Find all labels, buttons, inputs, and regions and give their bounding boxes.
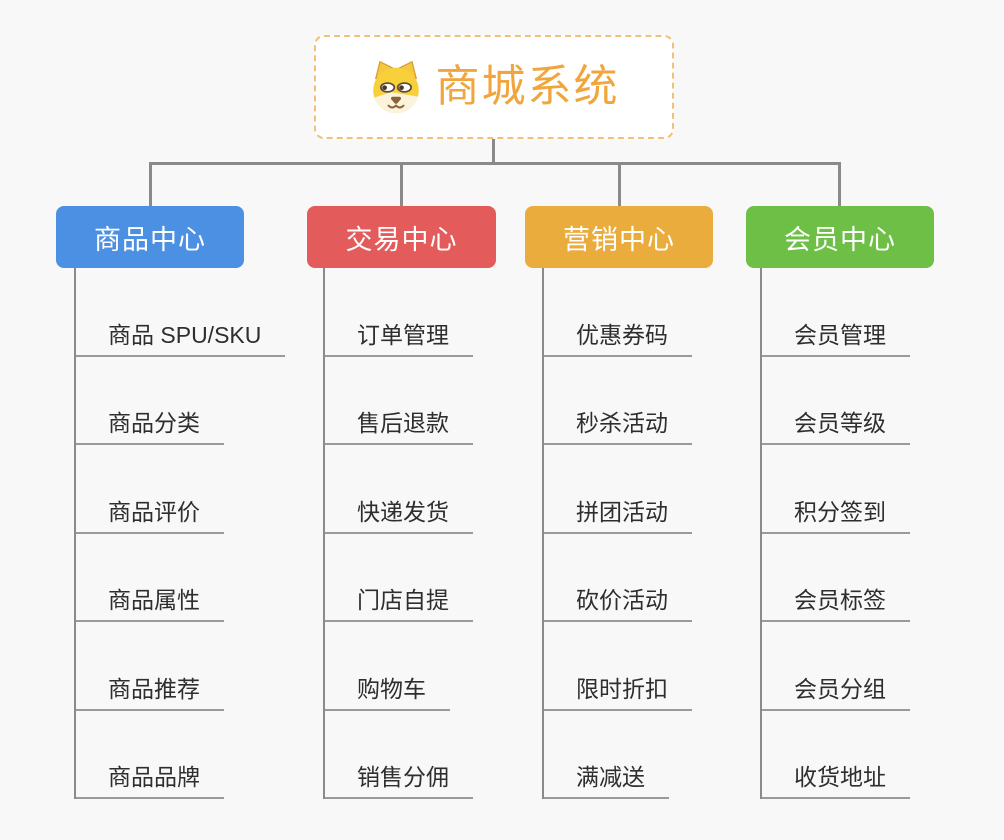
branch-label-product: 商品中心	[94, 224, 206, 255]
list-item: 拼团活动	[544, 445, 692, 534]
root-node[interactable]: 商城系统	[314, 35, 674, 139]
list-item: 收货地址	[762, 711, 910, 799]
list-item: 会员分组	[762, 622, 910, 711]
subtopic-product-attribute[interactable]: 商品属性	[76, 589, 224, 622]
branch-label-trade: 交易中心	[345, 224, 458, 255]
list-item: 订单管理	[325, 268, 473, 357]
list-item: 售后退款	[325, 357, 473, 445]
list-item: 商品品牌	[76, 711, 285, 799]
subtopic-product-review[interactable]: 商品评价	[76, 500, 224, 534]
list-item: 秒杀活动	[544, 357, 692, 445]
branch-node-marketing-center[interactable]: 营销中心	[525, 206, 713, 268]
subtopic-flash-sale[interactable]: 秒杀活动	[544, 412, 692, 445]
list-item: 商品推荐	[76, 622, 285, 711]
list-item: 门店自提	[325, 534, 473, 622]
list-item: 销售分佣	[325, 711, 473, 799]
dog-face-icon	[372, 61, 419, 114]
branch-node-trade-center[interactable]: 交易中心	[307, 206, 496, 268]
list-item: 商品分类	[76, 357, 285, 445]
subtopic-product-recommend[interactable]: 商品推荐	[76, 677, 224, 711]
subtopic-group-buy[interactable]: 拼团活动	[544, 500, 692, 534]
subtopic-member-level[interactable]: 会员等级	[762, 412, 910, 445]
list-item: 快递发货	[325, 445, 473, 534]
connector-rail	[149, 162, 841, 165]
list-item: 限时折扣	[544, 622, 692, 711]
subtopic-shipping-address[interactable]: 收货地址	[762, 766, 910, 799]
subtopic-product-spu-sku[interactable]: 商品 SPU/SKU	[76, 323, 286, 357]
subtree-member-center: 会员管理 会员等级 积分签到 会员标签 会员分组 收货地址	[760, 268, 910, 799]
list-item: 商品 SPU/SKU	[76, 268, 286, 357]
connector-drop-member	[838, 162, 841, 206]
subtopic-member-tags[interactable]: 会员标签	[762, 589, 910, 622]
subtopic-points-checkin[interactable]: 积分签到	[762, 500, 910, 534]
subtopic-aftersale-refund[interactable]: 售后退款	[325, 412, 473, 445]
subtopic-product-brand[interactable]: 商品品牌	[76, 766, 224, 799]
list-item: 商品评价	[76, 445, 285, 534]
connector-root-drop	[492, 139, 495, 165]
connector-drop-trade	[400, 162, 403, 206]
subtopic-coupon-code[interactable]: 优惠券码	[544, 323, 692, 357]
list-item: 购物车	[325, 622, 473, 711]
subtopic-sales-commission[interactable]: 销售分佣	[325, 766, 473, 799]
connector-drop-marketing	[618, 162, 621, 206]
subtopic-member-management[interactable]: 会员管理	[762, 323, 910, 357]
subtree-marketing-center: 优惠券码 秒杀活动 拼团活动 砍价活动 限时折扣 满减送	[542, 268, 692, 799]
list-item: 积分签到	[762, 445, 910, 534]
subtopic-limited-discount[interactable]: 限时折扣	[544, 677, 692, 711]
list-item: 商品属性	[76, 534, 285, 622]
list-item: 会员管理	[762, 268, 910, 357]
branch-label-marketing: 营销中心	[563, 224, 675, 255]
branch-label-member: 会员中心	[784, 224, 896, 255]
subtopic-bargain-activity[interactable]: 砍价活动	[544, 589, 692, 622]
subtree-trade-center: 订单管理 售后退款 快递发货 门店自提 购物车 销售分佣	[323, 268, 473, 799]
list-item: 满减送	[544, 711, 692, 799]
subtopic-full-reduction[interactable]: 满减送	[544, 766, 669, 799]
list-item: 砍价活动	[544, 534, 692, 622]
branch-node-product-center[interactable]: 商品中心	[56, 206, 244, 268]
subtopic-express-shipping[interactable]: 快递发货	[325, 500, 473, 534]
root-title: 商城系统	[435, 62, 620, 111]
branch-node-member-center[interactable]: 会员中心	[746, 206, 934, 268]
subtopic-store-pickup[interactable]: 门店自提	[325, 589, 473, 622]
subtopic-product-category[interactable]: 商品分类	[76, 412, 224, 445]
connector-drop-product	[149, 162, 152, 206]
subtopic-order-management[interactable]: 订单管理	[325, 323, 473, 357]
subtree-product-center: 商品 SPU/SKU 商品分类 商品评价 商品属性 商品推荐 商品品牌	[74, 268, 286, 799]
list-item: 优惠券码	[544, 268, 692, 357]
subtopic-member-groups[interactable]: 会员分组	[762, 677, 910, 711]
list-item: 会员等级	[762, 357, 910, 445]
list-item: 会员标签	[762, 534, 910, 622]
subtopic-shopping-cart[interactable]: 购物车	[325, 677, 450, 711]
